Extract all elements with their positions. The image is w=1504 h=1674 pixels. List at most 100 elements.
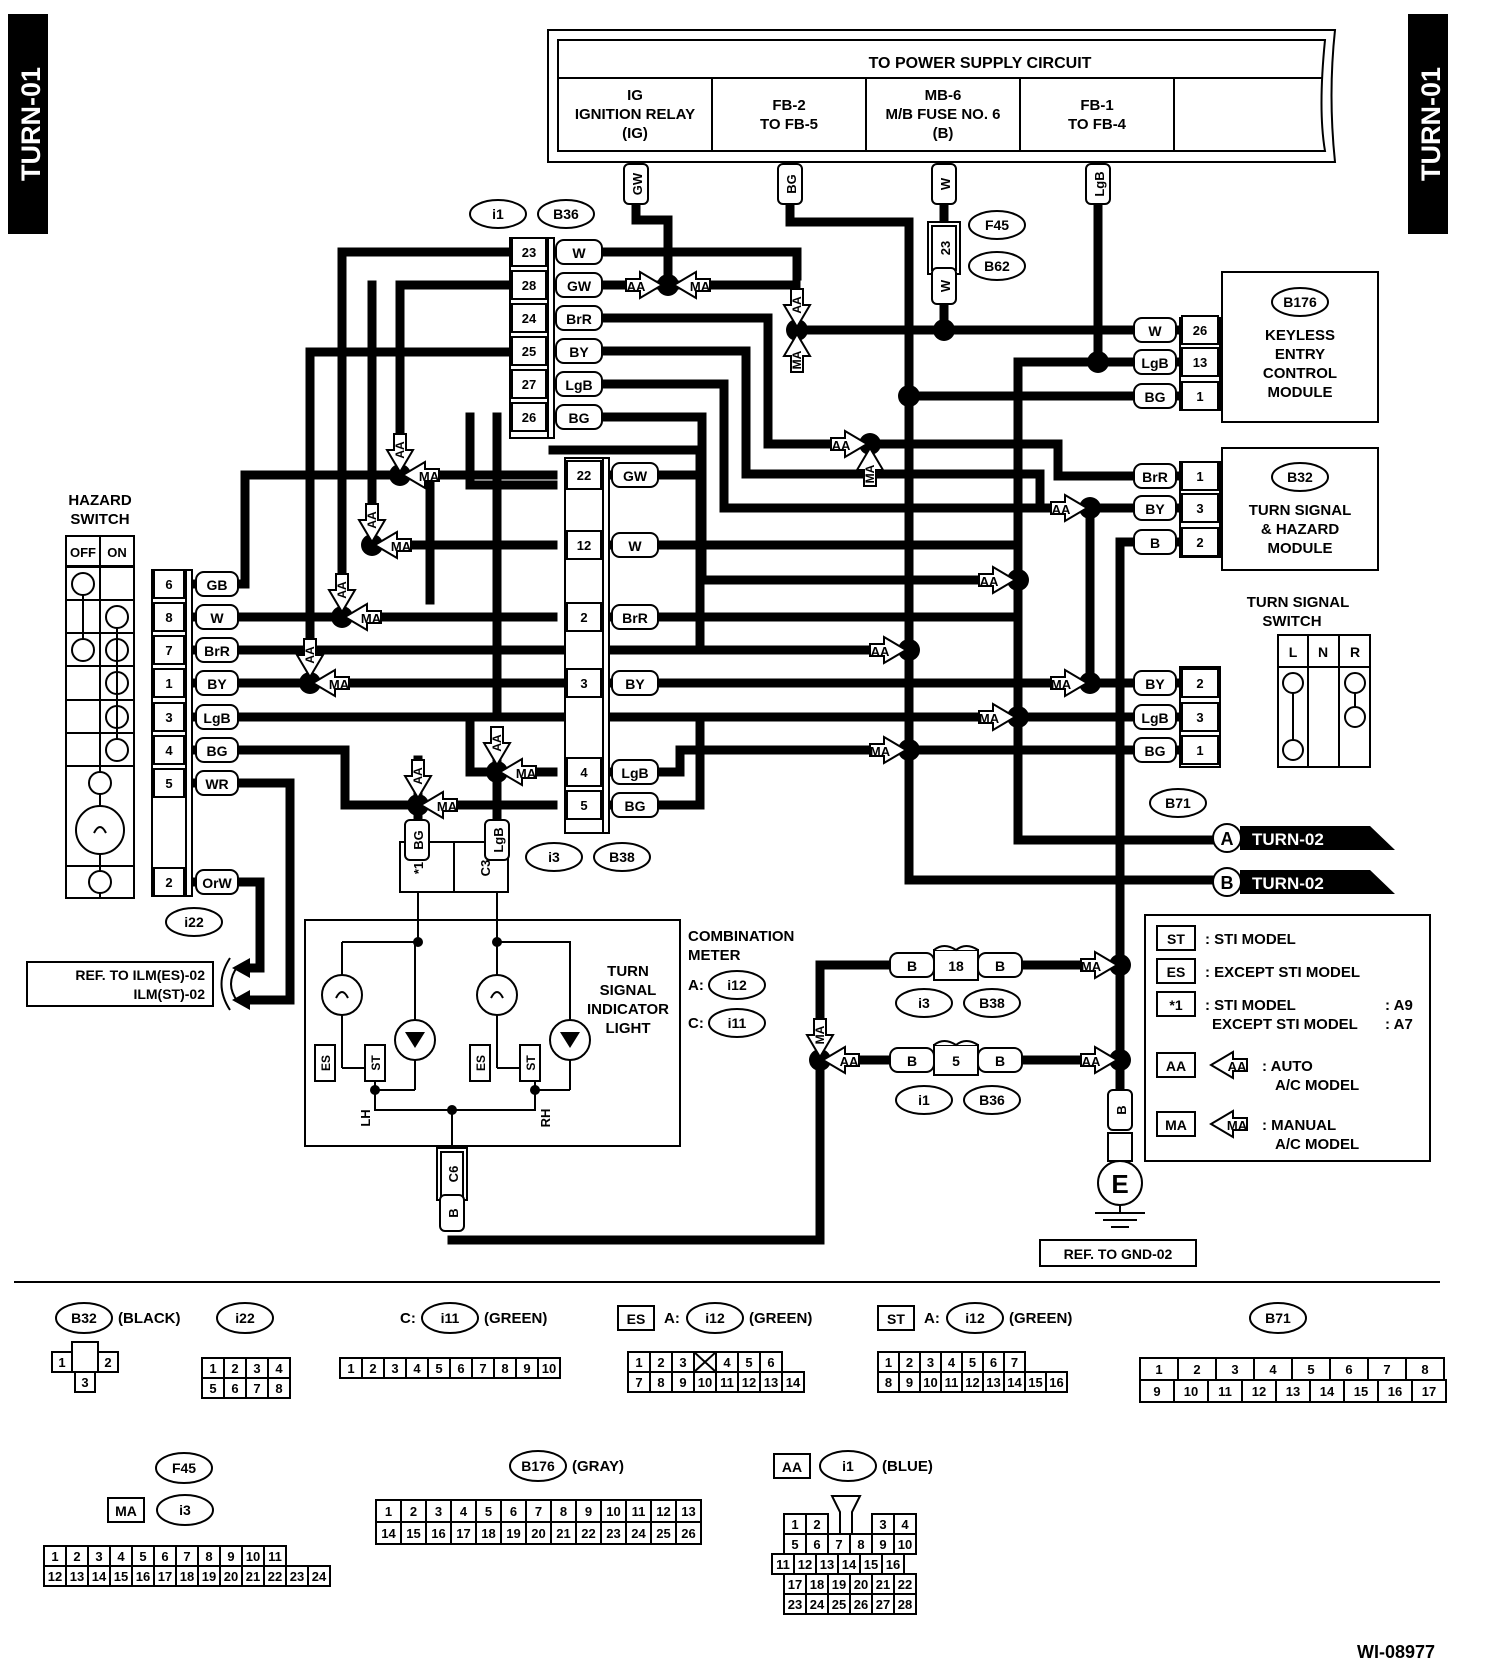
svg-text:EXCEPT STI MODEL: EXCEPT STI MODEL — [1212, 1016, 1358, 1033]
svg-text:i1: i1 — [918, 1092, 930, 1108]
pin-number: 1 — [635, 1355, 642, 1370]
svg-text:SWITCH: SWITCH — [70, 511, 129, 528]
pin-number: 24 — [810, 1597, 825, 1612]
connector-id: B71 — [1265, 1310, 1291, 1326]
pin-number: 2 — [369, 1361, 376, 1376]
svg-text:AA: AA — [490, 734, 504, 752]
svg-text:C:: C: — [688, 1015, 704, 1032]
pin-number: 3 — [679, 1355, 686, 1370]
pin-number: 1 — [1155, 1362, 1162, 1377]
svg-text:AA: AA — [1082, 1054, 1101, 1069]
pin-number: 4 — [117, 1549, 125, 1564]
connector-id: i1 — [842, 1458, 854, 1474]
pin-number: 7 — [479, 1361, 486, 1376]
svg-text:LH: LH — [358, 1109, 373, 1126]
svg-text:: AUTO: : AUTO — [1262, 1058, 1313, 1075]
switch-contact — [88, 870, 112, 894]
wire-color-tag — [195, 571, 239, 597]
pin-number: 12 — [1252, 1384, 1266, 1399]
wire-color-tag — [1133, 737, 1177, 763]
svg-text:REF. TO GND-02: REF. TO GND-02 — [1064, 1246, 1173, 1262]
wire-color-tag — [195, 604, 239, 630]
svg-text:ENTRY: ENTRY — [1275, 346, 1325, 363]
connector-id-oval — [1249, 1302, 1307, 1334]
pin-number: 20 — [224, 1569, 238, 1584]
svg-text:B32: B32 — [1287, 469, 1313, 485]
svg-text:AA: AA — [303, 646, 317, 664]
svg-text:B: B — [1221, 873, 1234, 893]
pin-number: 16 — [136, 1569, 150, 1584]
svg-text:METER: METER — [688, 947, 741, 964]
svg-text:: A9: : A9 — [1385, 997, 1413, 1014]
svg-text:B71: B71 — [1165, 795, 1191, 811]
wire-color-tag — [611, 604, 659, 630]
pin-number: 16 — [1049, 1375, 1063, 1390]
svg-text:AA: AA — [980, 574, 999, 589]
svg-text:ES: ES — [319, 1055, 333, 1071]
pin-number: 23 — [522, 245, 536, 260]
wire-color-tag — [1133, 317, 1177, 343]
pin-number: 17 — [158, 1569, 172, 1584]
svg-text:RH: RH — [538, 1109, 553, 1128]
upper-joint-pin — [511, 270, 547, 300]
svg-text:TURN SIGNAL: TURN SIGNAL — [1249, 502, 1352, 519]
pin-cell — [307, 1565, 331, 1587]
model-tag — [877, 1305, 915, 1331]
lamp-filament — [93, 826, 107, 834]
pin-number: 25 — [522, 344, 536, 359]
connector-id-oval — [216, 1302, 274, 1334]
pin-number: 8 — [657, 1375, 664, 1390]
svg-text:AA: AA — [393, 441, 407, 459]
svg-text:KEYLESS: KEYLESS — [1265, 327, 1335, 344]
wire-color-label: BG — [1145, 743, 1166, 759]
pin-number: 6 — [813, 1537, 820, 1552]
pin-number: 12 — [577, 538, 591, 553]
pin-number: 13 — [1286, 1384, 1300, 1399]
module-pin — [1181, 527, 1219, 557]
svg-text:i12: i12 — [727, 977, 747, 993]
connector-id: F45 — [172, 1460, 196, 1476]
pin-number: 27 — [876, 1597, 890, 1612]
connector-id-oval — [55, 1302, 113, 1334]
svg-text:MA: MA — [516, 766, 537, 781]
turn02-flag-b: B TURN-02 — [1212, 867, 1395, 897]
svg-text:MA: MA — [870, 744, 891, 759]
pin-number: 10 — [1184, 1384, 1198, 1399]
pin-number: 5 — [1307, 1362, 1314, 1377]
wire-color-label: GB — [207, 577, 228, 593]
pin-number: 4 — [413, 1361, 421, 1376]
pin-number: 10 — [898, 1537, 912, 1552]
pin-number: 6 — [165, 577, 172, 592]
svg-text:A/C MODEL: A/C MODEL — [1275, 1136, 1359, 1153]
pin-number: 14 — [381, 1526, 396, 1541]
svg-text:MA: MA — [391, 539, 412, 554]
pin-number: 8 — [275, 1381, 282, 1396]
keyless-pin — [1181, 347, 1219, 377]
hazard-pin — [153, 602, 185, 632]
svg-text:AA: AA — [790, 296, 804, 314]
i1-key — [830, 1495, 862, 1535]
wire-color-label: BG — [1145, 389, 1166, 405]
lower-joint-pin — [566, 668, 602, 698]
svg-text:MA: MA — [1051, 677, 1072, 692]
model-tag-label: MA — [115, 1503, 137, 1519]
svg-text:MA: MA — [979, 711, 1000, 726]
pin-number: 4 — [275, 1361, 283, 1376]
svg-text:TURN-01: TURN-01 — [16, 67, 46, 181]
svg-text:ILM(ST)-02: ILM(ST)-02 — [133, 986, 205, 1002]
ground-symbol: E REF. TO GND-02 — [1039, 1132, 1197, 1267]
pin-number: 6 — [457, 1361, 464, 1376]
pin-number: 14 — [786, 1375, 801, 1390]
svg-text:R: R — [1350, 644, 1360, 660]
pin-number: 19 — [506, 1526, 520, 1541]
svg-text:ST: ST — [1167, 931, 1185, 947]
pin-number: 27 — [522, 377, 536, 392]
svg-text:A/C MODEL: A/C MODEL — [1275, 1077, 1359, 1094]
svg-text:COMBINATION: COMBINATION — [688, 928, 794, 945]
pin-number: 6 — [990, 1355, 997, 1370]
pin-number: 22 — [581, 1526, 595, 1541]
svg-text:AA: AA — [365, 511, 379, 529]
pin-number: 13 — [70, 1569, 84, 1584]
wire-color-label: W — [628, 538, 642, 554]
